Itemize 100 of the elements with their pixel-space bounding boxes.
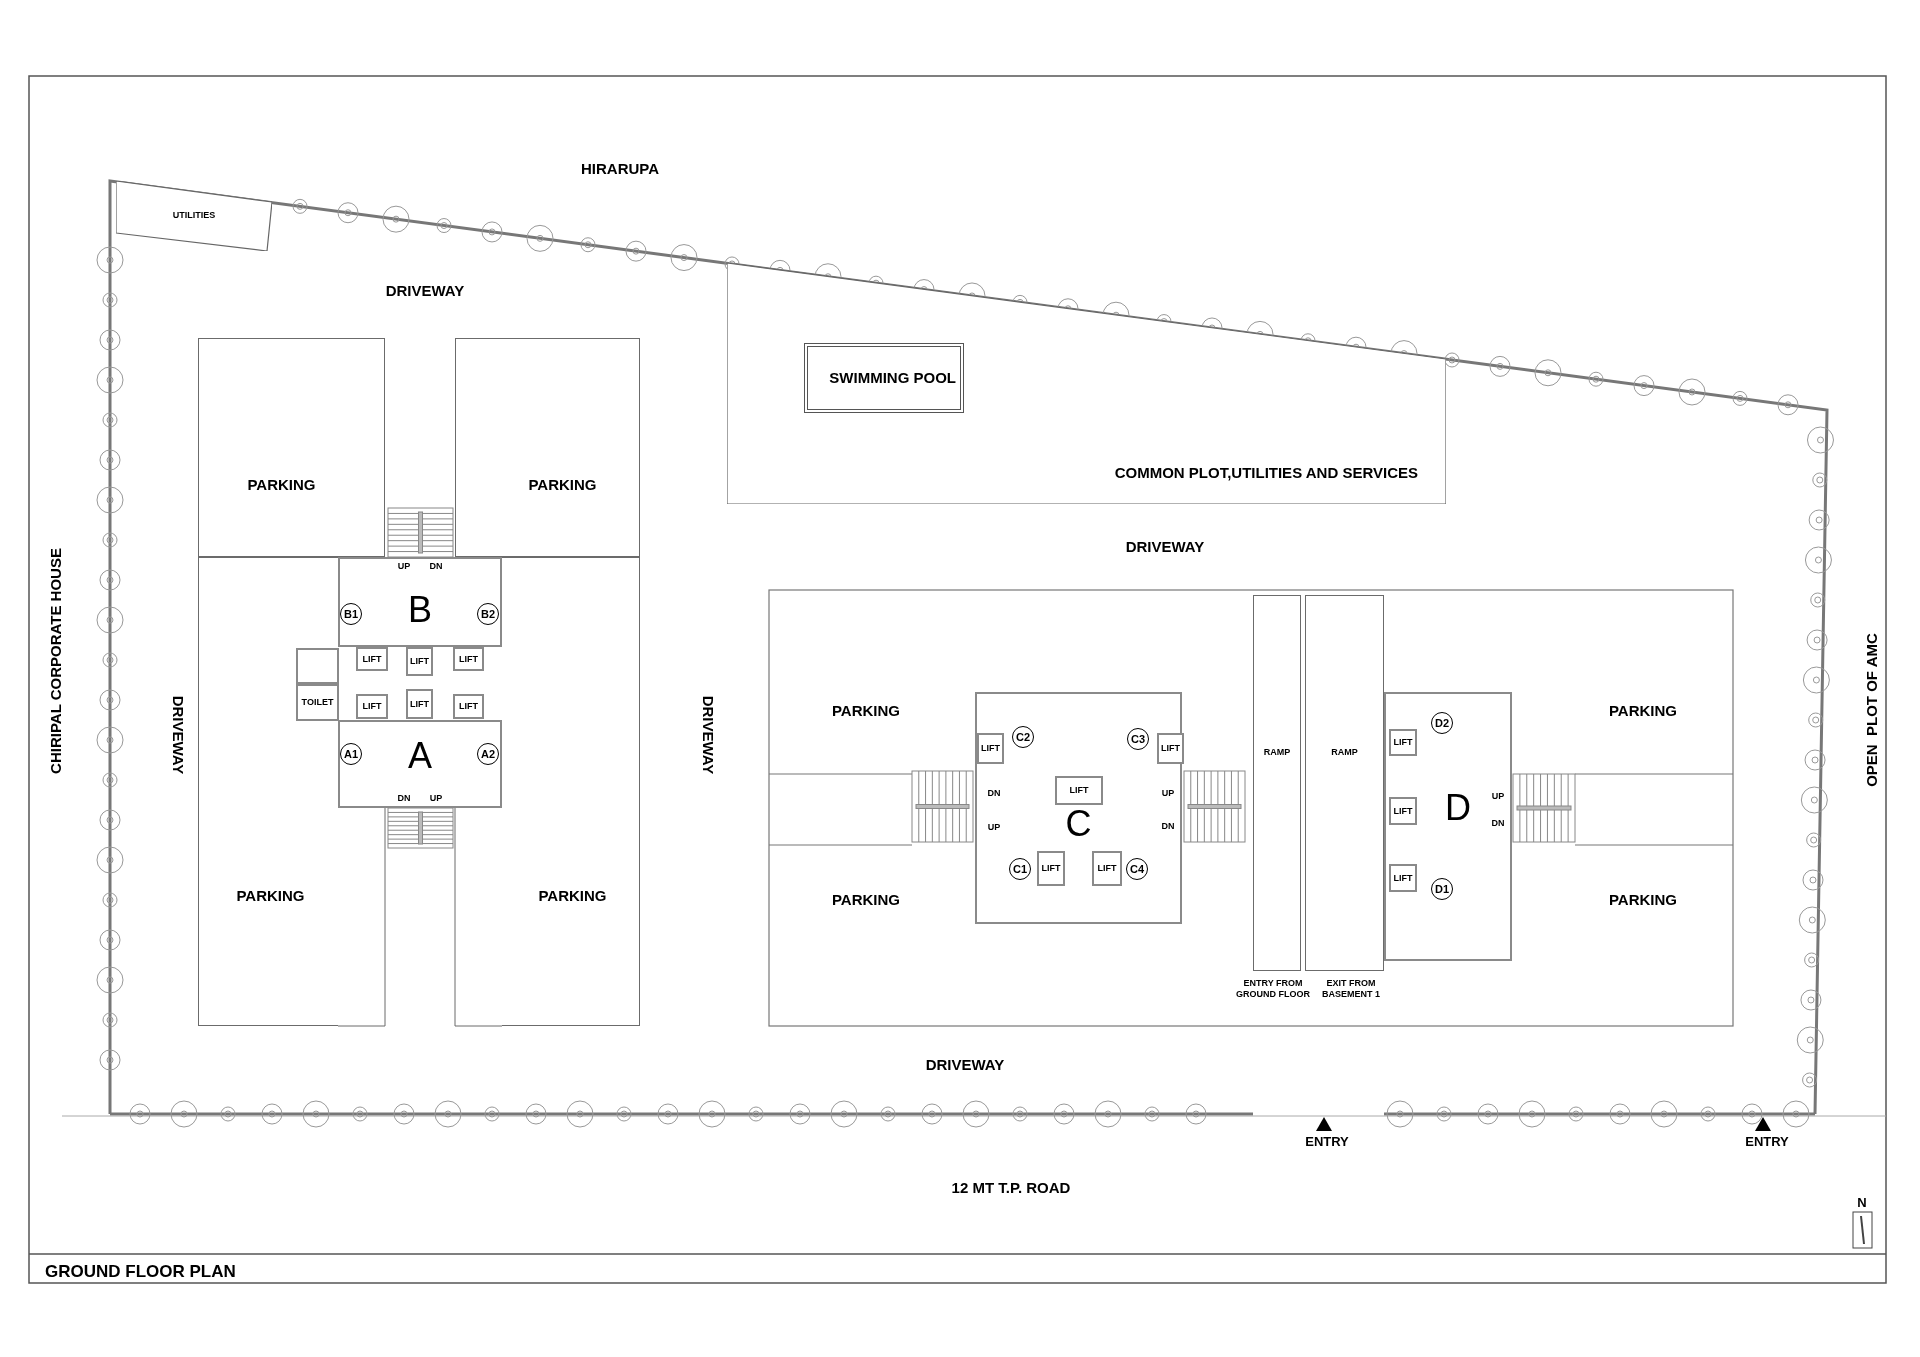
driveway-label: DRIVEWAY xyxy=(1125,538,1205,554)
ramp-label: RAMP xyxy=(1263,746,1291,759)
area-label: PARKING xyxy=(528,474,597,495)
building-core xyxy=(338,720,502,808)
ramp-label: RAMP xyxy=(1331,746,1358,759)
stair-label: DN xyxy=(397,793,411,803)
lift-label: LIFT xyxy=(1393,806,1413,816)
flat-number: C1 xyxy=(1012,863,1028,875)
lift-label: LIFT xyxy=(362,654,382,664)
parking-area xyxy=(455,338,640,557)
parking-area xyxy=(502,557,640,1026)
lift-shaft xyxy=(453,647,484,671)
lift-label: LIFT xyxy=(1161,744,1180,753)
stair-label: DN xyxy=(1491,818,1505,828)
stair-label: UP xyxy=(429,793,443,803)
stair-label: UP xyxy=(987,822,1001,832)
road-label: 12 MT T.P. ROAD xyxy=(951,1179,1071,1195)
building-core xyxy=(1384,692,1512,961)
place-label: OPEN PLOT OF AMC xyxy=(1863,633,1879,787)
ramp xyxy=(1305,595,1384,971)
flat-number: D1 xyxy=(1434,883,1450,895)
flat-number: D2 xyxy=(1434,717,1450,729)
lift-label: LIFT xyxy=(459,702,478,711)
parking-label: PARKING xyxy=(831,702,901,718)
area-label: UTILITIES xyxy=(172,209,216,223)
lift-label: LIFT xyxy=(1041,864,1061,873)
entry-label: ENTRY xyxy=(1745,1134,1789,1148)
ramp xyxy=(1253,595,1301,971)
flat-marker xyxy=(1431,878,1453,900)
toilet-room xyxy=(296,684,339,721)
block-letter: C xyxy=(1065,806,1092,842)
lift-shaft xyxy=(1389,797,1417,825)
lift-shaft xyxy=(1389,864,1417,892)
flat-number: C4 xyxy=(1129,863,1145,875)
flat-number: B2 xyxy=(480,608,496,620)
north-label: N xyxy=(1857,1195,1867,1209)
block-letter: A xyxy=(408,738,432,774)
drawing-title: GROUND FLOOR PLAN xyxy=(45,1261,236,1283)
stair-label: UP xyxy=(1161,788,1175,798)
flat-number: A2 xyxy=(480,748,496,760)
entry-label: ENTRY xyxy=(1305,1134,1349,1148)
flat-marker xyxy=(1127,728,1149,750)
lift-shaft xyxy=(1055,776,1103,805)
parking-area xyxy=(198,557,338,1026)
lift-shaft xyxy=(453,694,484,719)
swimming-pool xyxy=(804,343,964,413)
lift-shaft xyxy=(356,647,388,671)
lift-label: LIFT xyxy=(1393,873,1413,883)
lift-shaft xyxy=(406,647,433,676)
driveway-label: DRIVEWAY xyxy=(385,282,465,298)
block-letter: B xyxy=(408,592,432,628)
place-label: HIRARUPA xyxy=(580,160,660,176)
flat-marker xyxy=(340,743,362,765)
flat-marker xyxy=(477,743,499,765)
flat-number: B1 xyxy=(343,608,359,620)
driveway-label: DRIVEWAY xyxy=(925,1056,1005,1072)
utilities-area xyxy=(116,181,272,251)
area-label: PARKING xyxy=(247,474,316,495)
driveway-label: DRIVEWAY xyxy=(170,695,186,775)
lift-shaft xyxy=(356,694,388,719)
area-label: COMMON PLOT,UTILITIES AND SERVICES xyxy=(1114,462,1418,483)
area-label: SWIMMING POOL xyxy=(829,367,956,388)
lift-shaft xyxy=(1092,851,1122,886)
ramp-note: EXIT FROM BASEMENT 1 xyxy=(1321,978,1381,1000)
parking-label: PARKING xyxy=(1608,891,1678,907)
block-letter: D xyxy=(1445,790,1471,826)
area-label: PARKING xyxy=(538,885,607,906)
lift-label: LIFT xyxy=(410,699,429,709)
building-core xyxy=(338,557,502,647)
flat-number: C2 xyxy=(1015,731,1031,743)
flat-number: A1 xyxy=(343,748,359,760)
stair-label: UP xyxy=(397,561,411,571)
room-label: TOILET xyxy=(301,698,334,707)
flat-marker xyxy=(340,603,362,625)
driveway-label: DRIVEWAY xyxy=(700,695,716,775)
lift-label: LIFT xyxy=(1069,786,1089,795)
flat-marker xyxy=(1126,858,1148,880)
building-core xyxy=(975,692,1182,924)
flat-marker xyxy=(1009,858,1031,880)
stair-label: DN xyxy=(429,561,443,571)
common-plot-area xyxy=(727,263,1446,504)
stair-label: UP xyxy=(1491,791,1505,801)
lift-label: LIFT xyxy=(981,744,1000,753)
lift-shaft xyxy=(1037,851,1065,886)
lift-label: LIFT xyxy=(362,702,382,711)
flat-number: C3 xyxy=(1130,733,1146,745)
place-label: CHIRIPAL CORPORATE HOUSE xyxy=(47,548,63,774)
stair-label: DN xyxy=(1161,821,1175,831)
lift-label: LIFT xyxy=(1097,864,1117,873)
area-label: PARKING xyxy=(236,885,305,906)
lift-shaft xyxy=(977,733,1004,764)
parking-label: PARKING xyxy=(831,891,901,907)
lift-label: LIFT xyxy=(1393,738,1413,747)
parking-label: PARKING xyxy=(1608,702,1678,718)
flat-marker xyxy=(1431,712,1453,734)
empty-box xyxy=(296,648,339,684)
flat-marker xyxy=(1012,726,1034,748)
lift-shaft xyxy=(1389,729,1417,756)
lift-shaft xyxy=(1157,733,1184,764)
stair-label: DN xyxy=(987,788,1001,798)
